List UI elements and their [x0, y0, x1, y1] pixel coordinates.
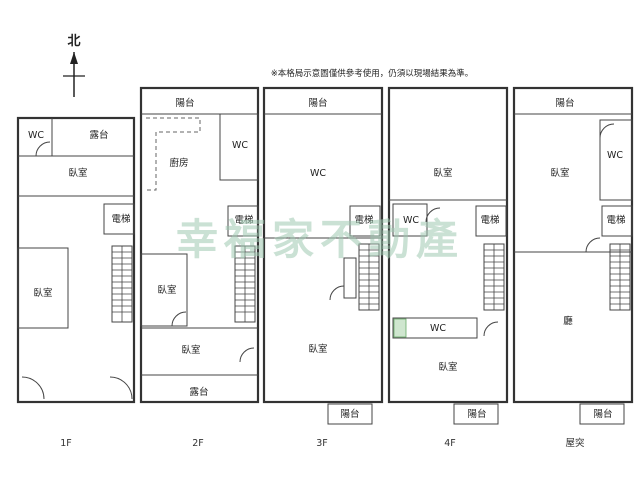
room-label-terrace: 露台: [189, 386, 208, 398]
room-label-bedroom: 臥室: [308, 343, 327, 355]
stair-treads: [610, 244, 630, 310]
floor-plan-4f: 臥室 WC 電梯 WC 臥室 陽台 4F: [387, 86, 509, 449]
room-label-wc: WC: [310, 168, 326, 179]
floor-caption-3f: 3F: [316, 438, 328, 449]
room-label-elevator: 電梯: [111, 213, 131, 225]
door-swing: [585, 237, 601, 253]
door-swing: [35, 141, 51, 157]
door-swing: [239, 347, 255, 363]
partition: [343, 257, 357, 299]
partition: [392, 317, 478, 339]
outer-wall: [139, 86, 260, 404]
room-label-balcony: 陽台: [593, 408, 612, 420]
room-label-balcony: 陽台: [175, 97, 194, 109]
room-label-bedroom: 臥室: [181, 344, 200, 356]
partition: [392, 203, 428, 237]
room-label-balcony: 陽台: [340, 408, 359, 420]
door-swing: [21, 376, 45, 400]
door-swing: [329, 285, 345, 301]
elevator-shaft: [601, 205, 633, 237]
room-label-bedroom: 臥室: [157, 284, 176, 296]
door-swing: [425, 207, 441, 223]
north-arrow-head: [70, 52, 78, 64]
floor-caption-1f: 1F: [60, 438, 72, 449]
partition: [219, 113, 259, 181]
room-label-elevator: 電梯: [354, 214, 374, 226]
floor-caption-4f: 4F: [444, 438, 456, 449]
elevator-shaft: [349, 205, 381, 237]
wc-fixture: [393, 318, 407, 338]
floor-caption-roof: 屋突: [565, 437, 585, 449]
door-swing: [109, 376, 133, 400]
outer-wall: [387, 86, 509, 404]
north-compass: 北: [63, 34, 85, 97]
floor-plan-3f: 陽台 WC 電梯 臥室 陽台 3F: [262, 86, 384, 449]
room-label-balcony: 陽台: [467, 408, 486, 420]
room-label-wc: WC: [28, 130, 44, 141]
room-label-bedroom: 臥室: [438, 361, 457, 373]
balcony-bottom: [327, 403, 373, 425]
elevator-shaft: [103, 203, 135, 235]
kitchen-counter: [146, 117, 201, 191]
outer-wall: [16, 116, 136, 404]
room-label-balcony: 陽台: [555, 97, 574, 109]
door-swing: [483, 321, 499, 337]
room-label-wc: WC: [430, 323, 446, 334]
floor-caption-2f: 2F: [192, 438, 204, 449]
room-label-elevator: 電梯: [480, 214, 500, 226]
north-label: 北: [67, 34, 80, 49]
outer-wall: [262, 86, 384, 404]
door-swing: [171, 311, 187, 327]
room-label-wc: WC: [232, 140, 248, 151]
room-label-bedroom: 臥室: [433, 167, 452, 179]
disclaimer-note: ※本格局示意圖僅供參考使用，仍須以現場結果為準。: [271, 68, 474, 79]
stair-treads: [359, 244, 379, 310]
room-label-bedroom: 臥室: [550, 167, 569, 179]
room-label-bedroom: 臥室: [68, 167, 87, 179]
room-label-elevator: 電梯: [606, 214, 626, 226]
floor-plan-2f: 陽台 WC 廚房 電梯 臥室 臥室 露台 2F: [139, 86, 260, 449]
room-label-bedroom: 臥室: [33, 287, 52, 299]
partition: [140, 253, 188, 327]
door-swing: [599, 123, 615, 139]
room-label-kitchen: 廚房: [169, 157, 188, 169]
room-label-wc: WC: [403, 215, 419, 226]
watermark: 幸福家不動產: [176, 215, 464, 264]
balcony-bottom: [453, 403, 499, 425]
room-label-hall: 廳: [563, 315, 573, 327]
stair-treads: [235, 246, 255, 322]
room-label-elevator: 電梯: [234, 214, 254, 226]
partition: [599, 119, 633, 201]
room-label-balcony: 陽台: [308, 97, 327, 109]
balcony-bottom: [579, 403, 625, 425]
outer-wall: [512, 86, 634, 404]
room-label-terrace: 露台: [89, 129, 108, 141]
floor-plan-1f: WC 露台 臥室 電梯 臥室 1F: [16, 116, 136, 449]
room-label-wc: WC: [607, 150, 623, 161]
floor-plan-roof: 陽台 臥室 WC 電梯 廳 陽台 屋突: [512, 86, 634, 449]
elevator-shaft: [475, 205, 507, 237]
stair-treads: [484, 244, 504, 310]
partition: [17, 247, 69, 329]
elevator-shaft: [227, 205, 259, 237]
stair-treads: [112, 246, 132, 322]
